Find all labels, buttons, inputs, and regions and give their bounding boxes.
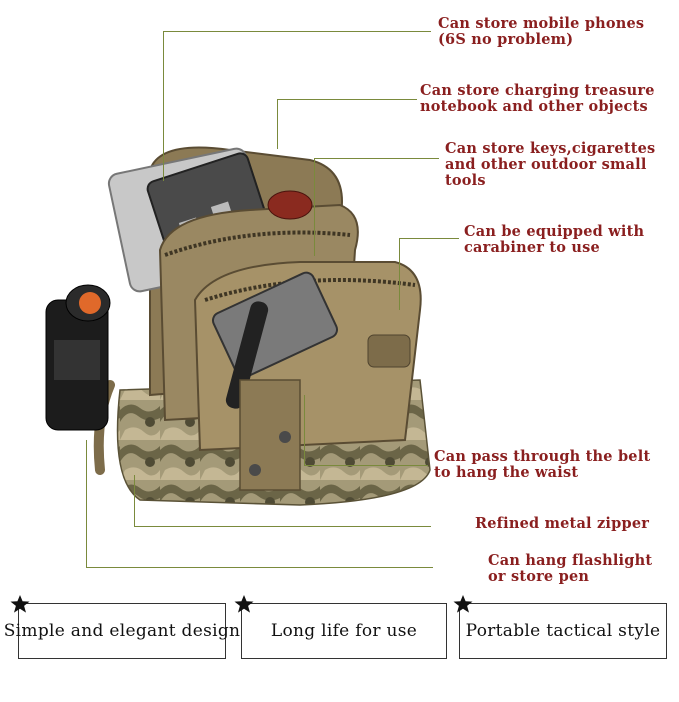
pen	[225, 301, 269, 409]
leader-line-zipper-vertical	[134, 475, 135, 526]
star-icon	[234, 595, 254, 613]
feature-label: Simple and elegant design	[3, 621, 241, 641]
snap-button	[249, 464, 261, 476]
red-tool	[267, 190, 313, 220]
feature-label: Portable tactical style	[465, 621, 661, 641]
feature-box-tactical: Portable tactical style	[459, 603, 667, 659]
callout-flashlight: Can hang flashlight or store pen	[488, 552, 653, 585]
leader-line-keys-vertical	[314, 158, 315, 256]
usb-port	[210, 201, 232, 217]
star-icon	[10, 595, 30, 613]
leader-line-flashlight	[86, 567, 433, 568]
snap-button	[279, 431, 291, 443]
leader-line-carabiner-vertical	[399, 238, 400, 310]
flashlight-grip	[54, 340, 100, 380]
feature-box-long-life: Long life for use	[241, 603, 447, 659]
feature-label: Long life for use	[270, 621, 418, 641]
leader-line-belt	[304, 465, 428, 466]
leader-line-charging-vertical	[277, 99, 278, 149]
callout-keys: Can store keys,cigarettes and other outd…	[445, 140, 656, 189]
callout-phones: Can store mobile phones (6S no problem)	[438, 15, 645, 48]
leader-line-keys	[314, 158, 439, 159]
carabiner-loop	[367, 334, 411, 368]
callout-zipper: Refined metal zipper	[475, 515, 650, 532]
leader-line-zipper	[134, 526, 431, 527]
belt-strap	[239, 379, 301, 491]
leader-line-phones-vertical	[163, 31, 164, 181]
callout-belt: Can pass through the belt to hang the wa…	[434, 448, 651, 481]
callout-carabiner: Can be equipped with carabiner to use	[464, 223, 645, 256]
leader-line-flashlight-vertical	[86, 440, 87, 567]
zipper-line	[164, 230, 351, 257]
feature-box-simple: Simple and elegant design	[4, 603, 240, 659]
callout-charging: Can store charging treasure notebook and…	[420, 82, 655, 115]
flashlight-button	[79, 292, 101, 314]
star-icon	[453, 595, 473, 613]
leader-line-phones	[163, 31, 431, 32]
leader-line-charging	[277, 99, 417, 100]
leader-line-carabiner	[399, 238, 459, 239]
leader-line-belt-vertical	[304, 395, 305, 465]
